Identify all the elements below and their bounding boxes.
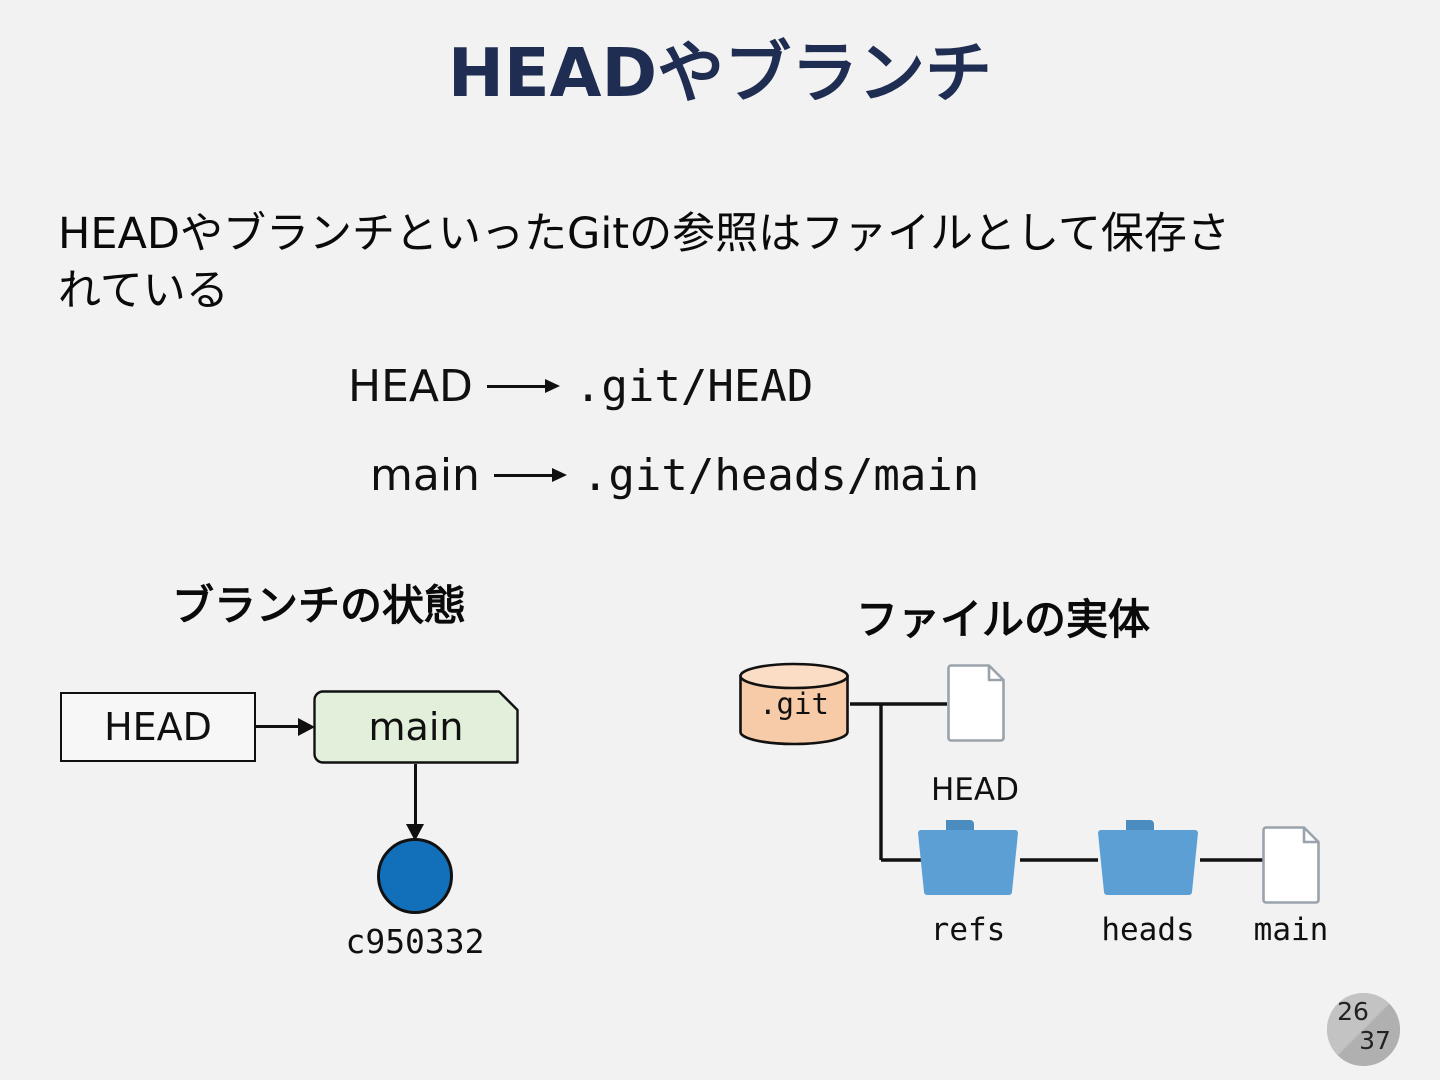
commit-node-circle (377, 838, 453, 914)
branch-tag-main: main (313, 690, 519, 764)
folder-label-heads: heads (1101, 912, 1195, 948)
ref-name: main (370, 449, 480, 501)
file-icon-head (947, 664, 1005, 742)
branch-state-diagram: HEAD main c950332 (0, 0, 560, 1080)
ref-path: .git/heads/main (581, 449, 980, 501)
commit-hash-label: c950332 (345, 922, 485, 961)
page-total: 37 (1359, 1026, 1391, 1055)
branch-to-commit-arrow-icon (406, 764, 426, 842)
ref-mapping-row: main .git/heads/main (370, 447, 979, 503)
document-icon (947, 664, 1005, 742)
database-cylinder-icon (739, 662, 849, 746)
section-heading-file-entity: ファイルの実体 (856, 595, 1151, 644)
folder-icon-refs (918, 818, 1018, 896)
ref-mapping-row: HEAD .git/HEAD (348, 358, 813, 414)
ref-path: .git/HEAD (574, 360, 814, 412)
tree-connector-lines (850, 702, 1266, 862)
page-title: HEADやブランチ (447, 34, 993, 112)
badge-shading (1327, 993, 1400, 1066)
head-ref-box: HEAD (60, 692, 256, 762)
git-directory-cylinder: .git (738, 662, 850, 746)
ref-name: HEAD (348, 360, 473, 412)
folder-icon (918, 820, 1018, 895)
head-ref-box-label: HEAD (104, 705, 212, 749)
file-label-main: main (1253, 912, 1329, 948)
page-number-badge: 26 37 (1327, 993, 1400, 1066)
file-entity-diagram: .git HEAD refs heads (700, 620, 1440, 1000)
body-paragraph: HEADやブランチといったGitの参照はファイルとして保存されている (58, 209, 1230, 316)
document-icon (1262, 826, 1320, 904)
branch-tag-label: main (368, 705, 464, 749)
folder-icon-heads (1098, 818, 1198, 896)
file-icon-main (1262, 826, 1320, 904)
section-heading-branch-state: ブランチの状態 (172, 581, 467, 630)
head-to-branch-arrow-icon (256, 718, 316, 736)
file-label-head: HEAD (931, 772, 1019, 808)
folder-label-refs: refs (930, 912, 1006, 948)
branch-tag-shape-icon (313, 690, 519, 764)
right-arrow-icon (486, 376, 561, 396)
git-directory-label: .git (759, 687, 829, 721)
right-arrow-icon (493, 465, 568, 485)
folder-icon (1098, 820, 1198, 895)
page-current: 26 (1337, 997, 1369, 1026)
